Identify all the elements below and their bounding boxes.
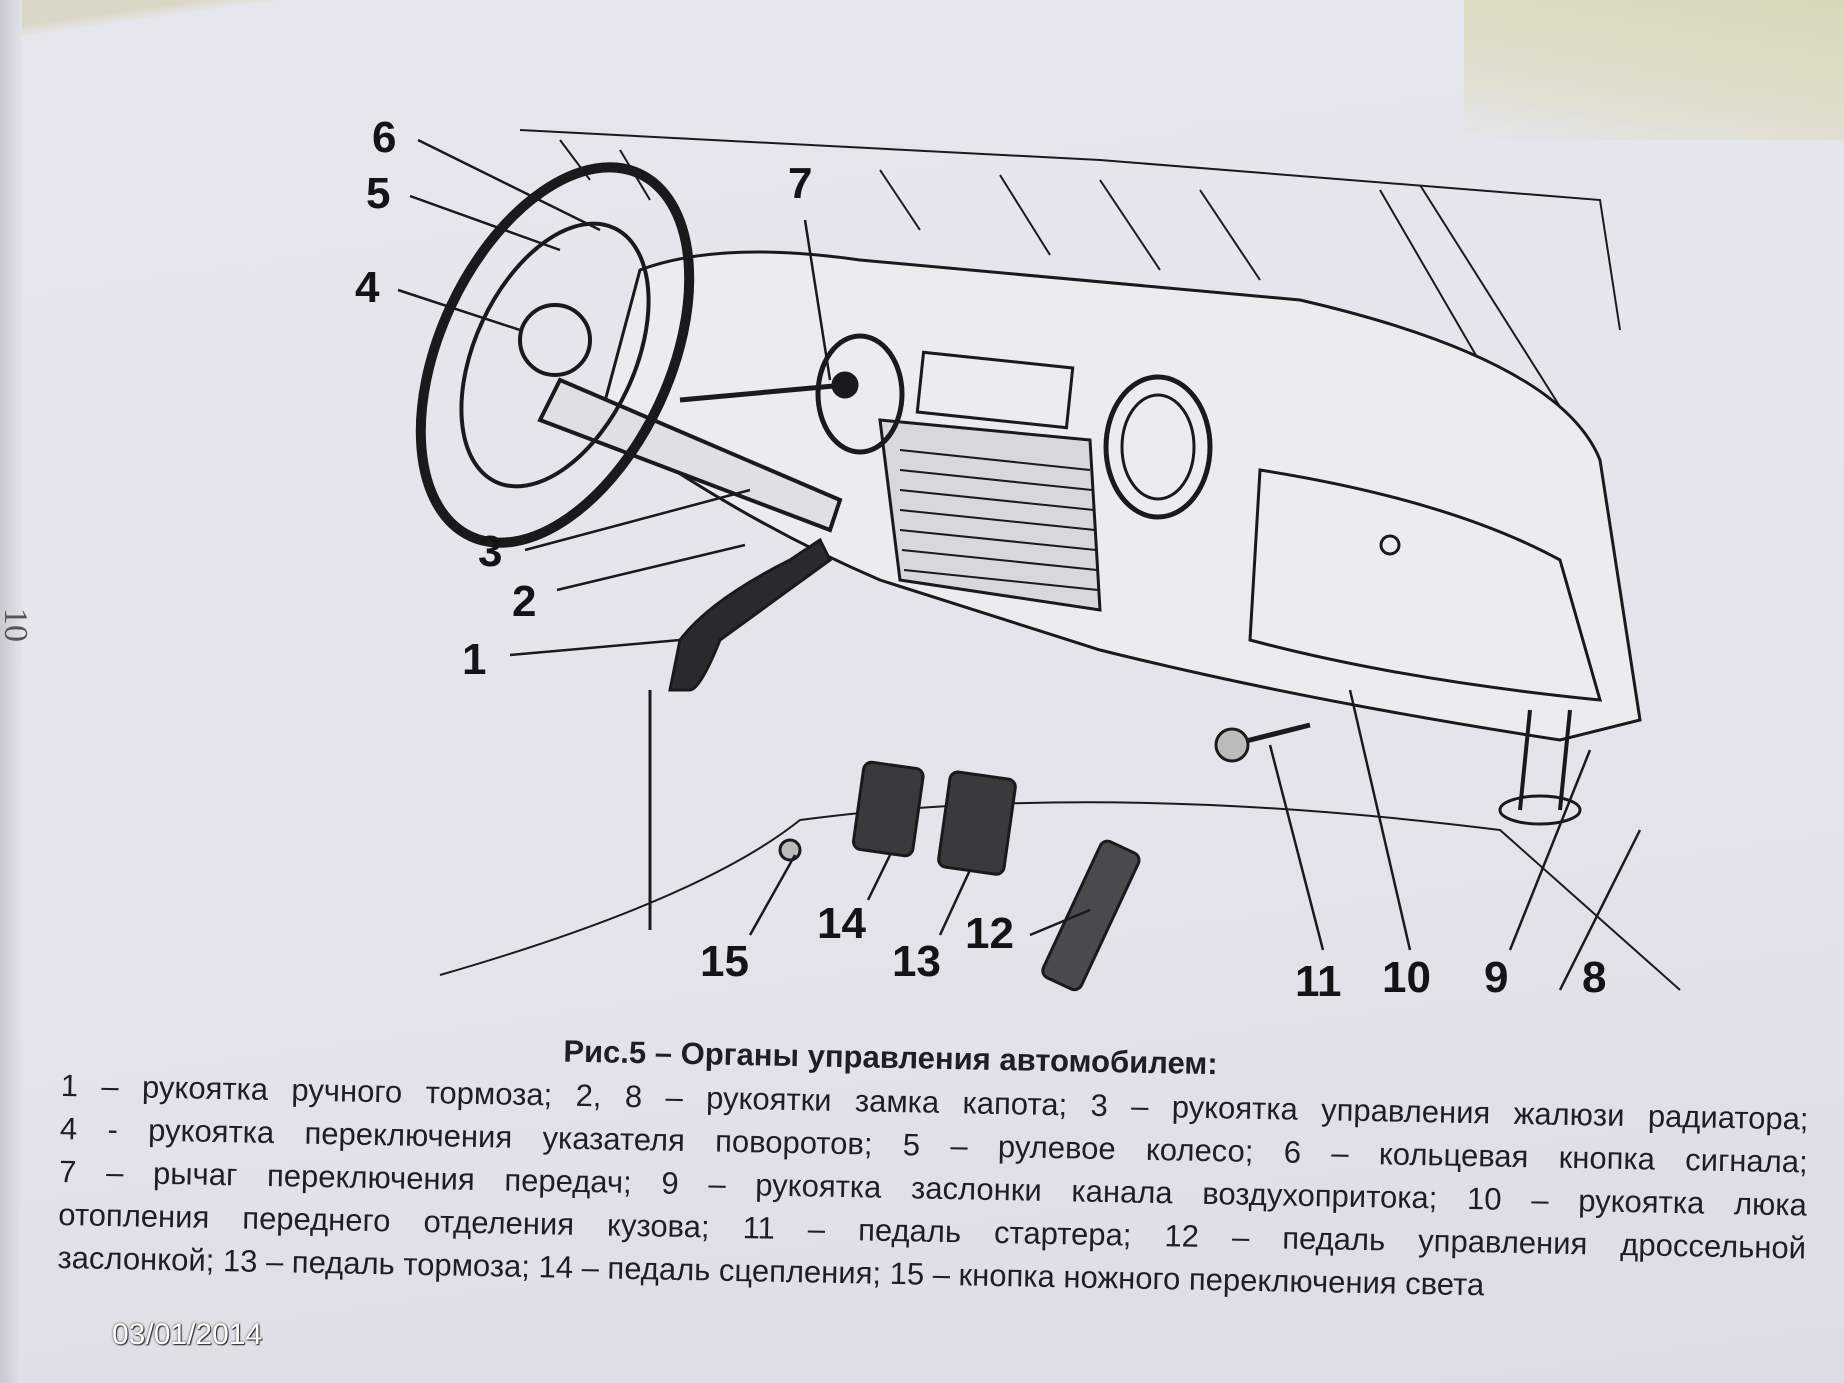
speedometer-face xyxy=(1120,393,1196,501)
clutch-pedal xyxy=(851,760,925,858)
handbrake-handle xyxy=(668,537,832,692)
glovebox-lock xyxy=(1379,534,1401,556)
accelerator-pedal xyxy=(1041,839,1141,992)
callout-9: 9 xyxy=(1484,953,1509,1002)
radio-grille xyxy=(878,418,1102,612)
brake-pedal xyxy=(937,770,1017,876)
steering-wheel-inner xyxy=(459,221,651,489)
glovebox xyxy=(1248,468,1603,702)
callout-7: 7 xyxy=(788,159,813,208)
starter-pedal-head xyxy=(1214,727,1250,763)
callout-14: 14 xyxy=(817,899,866,948)
callout-13: 13 xyxy=(892,937,941,986)
callout-4: 4 xyxy=(355,263,380,312)
page-number: 10 xyxy=(0,608,34,642)
callout-10: 10 xyxy=(1382,953,1431,1002)
callout-6: 6 xyxy=(372,113,397,162)
steering-column xyxy=(537,377,843,533)
callout-15: 15 xyxy=(700,937,749,986)
dimmer-button xyxy=(778,838,802,862)
callout-5: 5 xyxy=(366,169,391,218)
date-stamp: 03/01/2014 xyxy=(112,1318,263,1351)
callout-1: 1 xyxy=(462,635,487,684)
clock-gauge xyxy=(815,333,905,455)
callout-12: 12 xyxy=(965,909,1014,958)
speedometer-gauge xyxy=(1103,374,1213,520)
grille-slats xyxy=(899,449,1099,591)
callout-2: 2 xyxy=(512,577,537,626)
figure-caption: Рис.5 – Органы управления автомобилем: 1… xyxy=(57,1024,1810,1313)
desk-background xyxy=(1464,0,1844,140)
callout-8: 8 xyxy=(1582,953,1607,1002)
callout-3: 3 xyxy=(478,527,503,576)
gear-knob xyxy=(831,371,859,399)
air-duct-base xyxy=(1498,794,1582,826)
air-duct-hose xyxy=(1518,709,1572,811)
steering-hub xyxy=(518,303,592,377)
callout-11: 11 xyxy=(1295,957,1342,1006)
radio-unit xyxy=(915,350,1075,430)
page-edge xyxy=(0,0,22,1383)
leader-lines xyxy=(397,138,1642,991)
gear-lever xyxy=(679,382,846,403)
